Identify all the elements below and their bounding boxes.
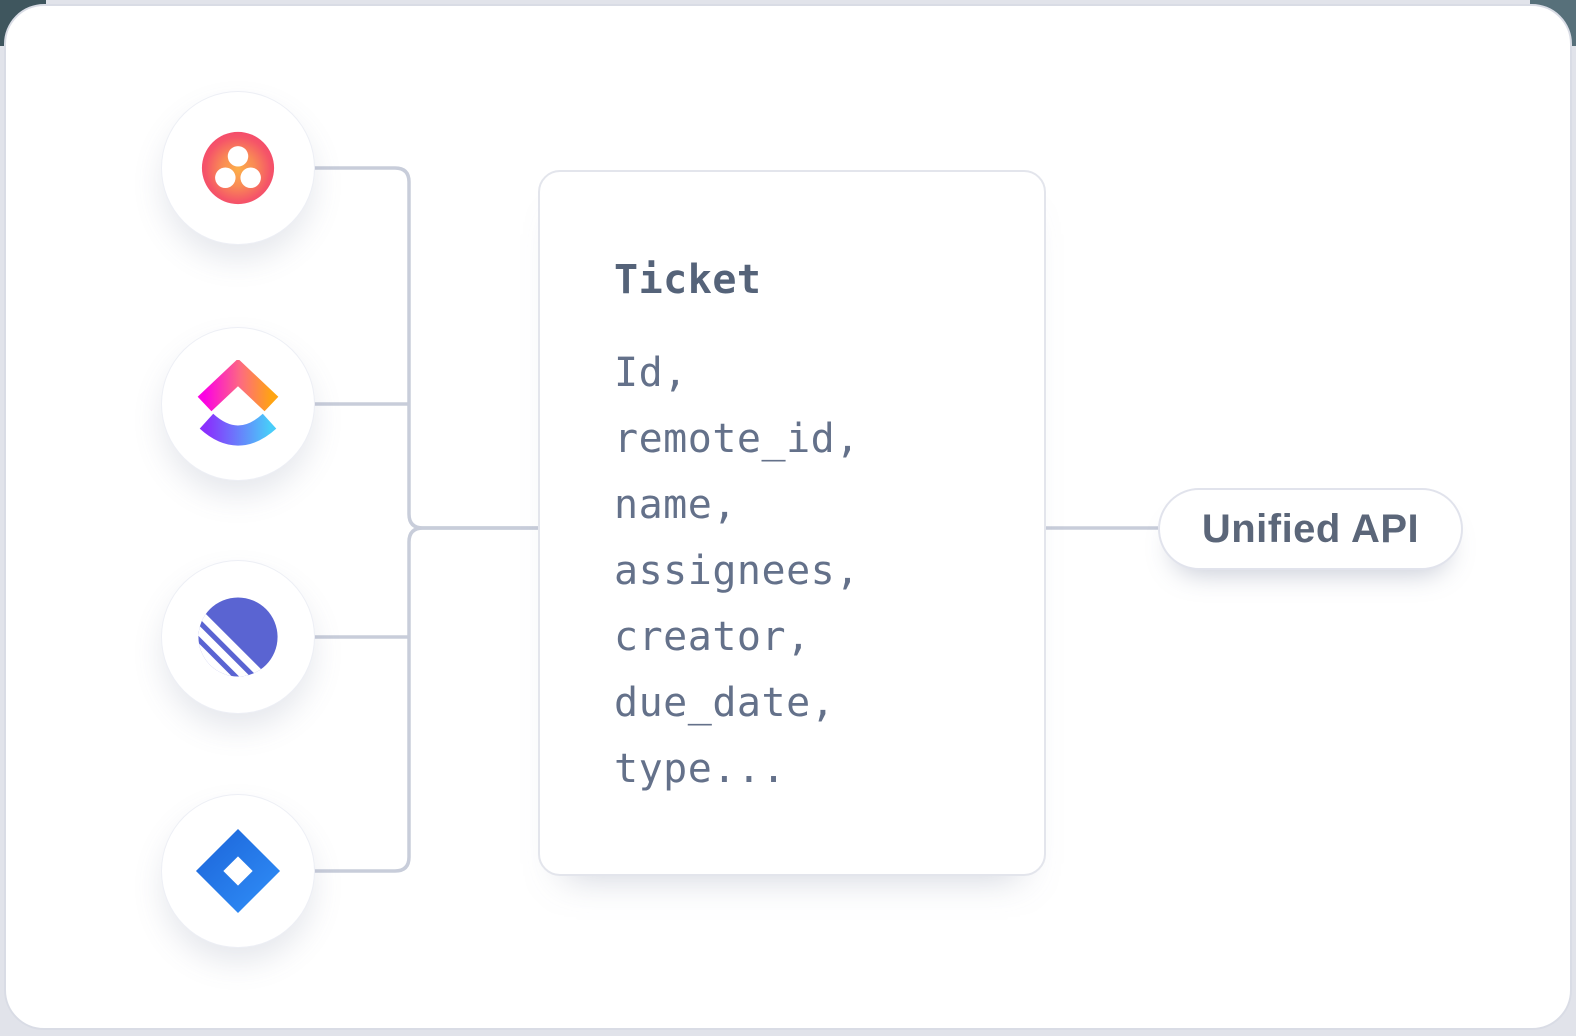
ticket-field: name, (614, 482, 737, 528)
linear-icon (198, 597, 278, 677)
integration-node-clickup (162, 328, 314, 480)
integration-node-jira (162, 795, 314, 947)
ticket-model-card: Ticket Id, remote_id, name, assignees, c… (538, 170, 1046, 876)
ticket-field: Id, (614, 350, 688, 396)
ticket-field: assignees, (614, 548, 860, 594)
clickup-icon (197, 360, 279, 446)
asana-icon (201, 131, 275, 205)
ticket-field: due_date, (614, 680, 836, 726)
integration-node-linear (162, 561, 314, 713)
ticket-card-title: Ticket (614, 257, 762, 303)
connector-jira-to-card (314, 526, 538, 873)
ticket-field: creator, (614, 614, 811, 660)
connector-asana-to-card (314, 166, 538, 530)
unified-api-label: Unified API (1201, 506, 1420, 551)
ticket-field-list: Id, remote_id, name, assignees, creator,… (614, 340, 1004, 802)
jira-icon (195, 828, 281, 914)
ticket-field: remote_id, (614, 416, 860, 462)
unified-api-badge: Unified API (1158, 488, 1463, 570)
integration-node-asana (162, 92, 314, 244)
ticket-field: type... (614, 746, 787, 792)
